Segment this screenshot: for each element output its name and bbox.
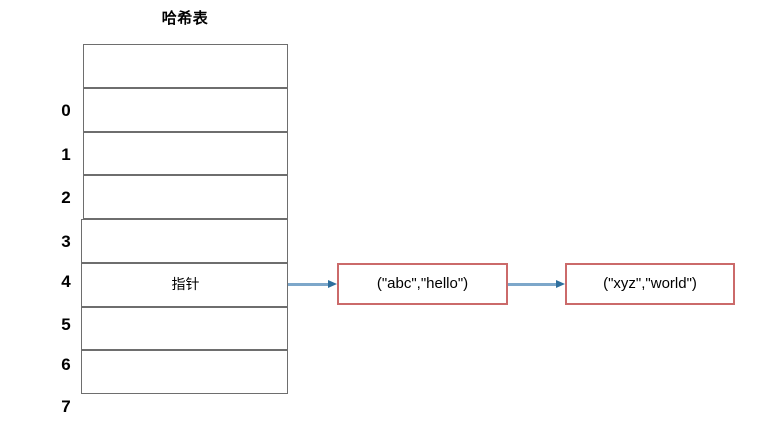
hash-table: 0 1 2 3 4 5 指针 6 7 [61, 44, 288, 416]
arrow-node0-to-node1 [508, 280, 565, 289]
arrow-head-icon [556, 280, 565, 288]
chain-node-0-label: ("abc","hello") [376, 275, 469, 292]
chain-node-1[interactable]: ("xyz","world") [565, 263, 735, 305]
arrow-bucket5-to-node0 [288, 280, 337, 289]
hash-bucket-1[interactable] [83, 87, 288, 132]
bucket-index-label-7: 7 [61, 397, 71, 416]
bucket-index-label-5: 5 [61, 315, 71, 334]
hash-bucket-6[interactable] [81, 306, 288, 351]
page-title: 哈希表 [161, 10, 209, 27]
hash-bucket-2[interactable] [83, 131, 288, 176]
bucket-content-5-pointer: 指针 [171, 276, 200, 292]
chain-node-0[interactable]: ("abc","hello") [337, 263, 508, 305]
hash-bucket-5[interactable] [81, 262, 288, 307]
bucket-index-label-4: 4 [61, 272, 71, 291]
chain-node-1-label: ("xyz","world") [603, 275, 697, 292]
hash-bucket-3[interactable] [83, 175, 288, 219]
arrow-shaft [508, 283, 556, 286]
bucket-index-label-1: 1 [61, 145, 71, 164]
arrow-head-icon [328, 280, 337, 288]
hash-bucket-0[interactable] [83, 44, 288, 88]
bucket-index-label-2: 2 [61, 188, 71, 207]
bucket-index-label-6: 6 [61, 355, 71, 374]
bucket-index-label-0: 0 [61, 101, 71, 120]
bucket-index-label-3: 3 [61, 232, 71, 251]
hash-bucket-7[interactable] [81, 350, 288, 394]
hash-bucket-4[interactable] [81, 219, 288, 263]
arrow-shaft [288, 283, 328, 286]
